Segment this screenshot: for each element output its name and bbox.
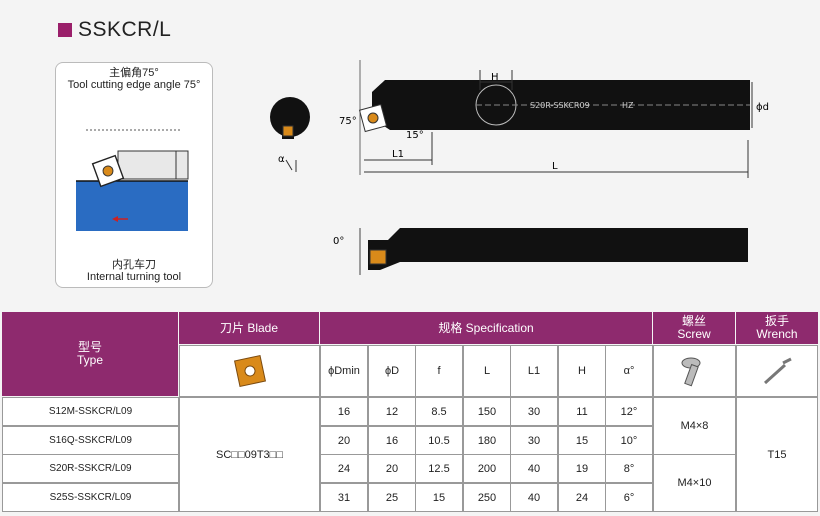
wrench-header: 扳手 Wrench <box>736 312 818 344</box>
panel-caption: 主偏角75° Tool cutting edge angle 75° <box>56 67 212 91</box>
table-cell: 6° <box>605 483 653 512</box>
table-cell: 12 <box>368 397 416 426</box>
internal-turning-illustration <box>62 93 206 247</box>
table-cell: 15 <box>415 483 463 512</box>
wrench-header-en: Wrench <box>756 327 798 341</box>
spec-column-header: α° <box>605 345 653 397</box>
table-cell: 16 <box>368 426 416 455</box>
insert-icon <box>233 354 266 388</box>
table-cell: 40 <box>510 454 558 483</box>
table-cell: 8.5 <box>415 397 463 426</box>
spec-column-header: ϕD <box>368 345 416 397</box>
screw-image-cell <box>653 345 736 397</box>
table-cell: 16 <box>320 397 368 426</box>
blade-header: 刀片 Blade <box>179 312 319 344</box>
angle-0: 0° <box>333 236 344 247</box>
blade-image-cell <box>179 345 320 397</box>
dim-l: L <box>552 161 558 172</box>
table-cell: 180 <box>463 426 511 455</box>
table-cell: 30 <box>510 426 558 455</box>
table-cell: 40 <box>510 483 558 512</box>
panel-caption-en: Tool cutting edge angle 75° <box>67 79 201 91</box>
spec-table: 型号 Type 刀片 Blade 规格 Specification 螺丝 Scr… <box>2 312 818 512</box>
dim-alpha: α <box>278 154 285 165</box>
blade-code: SC□□09T3□□ <box>179 397 320 512</box>
panel-bottom-cn: 内孔车刀 <box>112 259 156 271</box>
spec-header: 规格 Specification <box>320 312 652 344</box>
table-cell: 10.5 <box>415 426 463 455</box>
table-cell: 20 <box>320 426 368 455</box>
table-cell: 20 <box>368 454 416 483</box>
page-title: SSKCR/L <box>58 18 171 42</box>
wrench-image-cell <box>736 345 818 397</box>
boring-bar-drawing: α S20R-SSKCR09 HZ H ϕd 75° 15° L1 L 0° <box>270 60 769 275</box>
table-row-type: S20R-SSKCR/L09 <box>2 454 179 483</box>
type-header: 型号 Type <box>2 312 178 396</box>
angle-info-panel: 主偏角75° Tool cutting edge angle 75° 内孔车刀 … <box>55 62 213 288</box>
panel-caption-cn: 主偏角75° <box>109 67 159 79</box>
angle-75: 75° <box>339 116 357 127</box>
type-header-en: Type <box>76 353 103 367</box>
screw-header-en: Screw <box>677 327 711 341</box>
table-cell: 19 <box>558 454 606 483</box>
dim-h: H <box>491 72 499 83</box>
bar-top-view <box>368 228 748 270</box>
spec-column-header: H <box>558 345 606 397</box>
type-header-cn: 型号 <box>77 340 102 354</box>
spec-column-header: f <box>415 345 463 397</box>
table-cell: 24 <box>558 483 606 512</box>
table-cell: 200 <box>463 454 511 483</box>
table-cell: 10° <box>605 426 653 455</box>
panel-bottom-caption: 内孔车刀 Internal turning tool <box>56 259 212 283</box>
table-cell: 250 <box>463 483 511 512</box>
angle-15: 15° <box>406 130 424 141</box>
table-cell: 30 <box>510 397 558 426</box>
shank-mark: HZ <box>622 101 634 110</box>
spec-column-header: ϕDmin <box>320 345 368 397</box>
table-cell: 25 <box>368 483 416 512</box>
table-cell: 12° <box>605 397 653 426</box>
screw-size-1: M4×8 <box>653 397 736 455</box>
dim-phid: ϕd <box>756 102 769 113</box>
wrench-size: T15 <box>736 397 818 512</box>
table-row-type: S16Q-SSKCR/L09 <box>2 426 179 455</box>
table-cell: 150 <box>463 397 511 426</box>
title-marker <box>58 23 72 37</box>
table-row-type: S25S-SSKCR/L09 <box>2 483 179 512</box>
wrench-icon <box>763 357 792 385</box>
table-cell: 11 <box>558 397 606 426</box>
table-cell: 8° <box>605 454 653 483</box>
table-cell: 15 <box>558 426 606 455</box>
spec-column-header: L <box>463 345 511 397</box>
table-cell: 31 <box>320 483 368 512</box>
screw-size-2: M4×10 <box>653 454 736 512</box>
screw-icon <box>681 357 700 387</box>
panel-bottom-en: Internal turning tool <box>86 271 182 283</box>
table-cell: 12.5 <box>415 454 463 483</box>
table-cell: 24 <box>320 454 368 483</box>
table-row-type: S12M-SSKCR/L09 <box>2 397 179 426</box>
screw-header-cn: 螺丝 <box>681 314 706 328</box>
shank-label: S20R-SSKCR09 <box>530 101 590 110</box>
dim-l1: L1 <box>392 149 404 160</box>
spec-column-header: L1 <box>510 345 558 397</box>
wrench-header-cn: 扳手 <box>764 314 789 328</box>
screw-header: 螺丝 Screw <box>653 312 735 344</box>
title-text: SSKCR/L <box>78 18 172 41</box>
